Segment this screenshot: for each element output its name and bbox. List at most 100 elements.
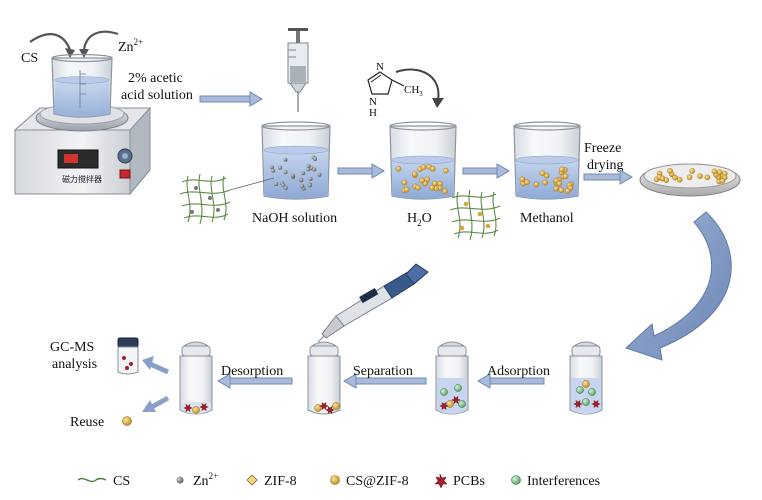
zn-ion-dot <box>301 171 306 176</box>
legend-cs-zif8-swatch <box>330 475 340 485</box>
zn-ion-dot <box>270 165 274 170</box>
arrow-h2o-to-methanol <box>462 163 510 179</box>
cs-zif8-particle-dot <box>192 406 200 414</box>
cs-zif8-particle-dot <box>533 181 540 188</box>
cs-input-arrowhead <box>65 48 75 58</box>
legend-cs-label: CS <box>113 474 130 489</box>
cs-zif8-particle-dot <box>332 402 340 410</box>
arrow-naoh-to-h2o <box>337 163 385 179</box>
cs-zif8-particle-dot <box>415 184 421 191</box>
arrow-to-reuse <box>142 395 170 412</box>
zn-ions-in-naoh <box>270 155 322 191</box>
methanol-beaker <box>513 121 581 200</box>
imidazole-addition-arrowhead <box>432 98 444 108</box>
cs-zif8-particle-dot <box>564 188 571 194</box>
h2o-beaker <box>389 121 457 200</box>
cs-zif8-mesh <box>449 189 501 241</box>
cs-zif8-particle-dot <box>401 179 408 186</box>
zn-input-arrow <box>82 30 119 51</box>
imidazole-ch3-label: CH3 <box>404 84 423 98</box>
gcms-vial <box>117 337 139 375</box>
cs-zif8-particle-dot <box>429 184 435 191</box>
gcms-label-line1: GC-MS <box>50 340 94 355</box>
stirrer-label: 磁力搅拌器 <box>62 174 102 184</box>
cs-zif8-particle-dot <box>420 164 427 171</box>
arrow-desorption <box>217 373 293 389</box>
freeze-drying-label-line2: drying <box>587 158 624 173</box>
zn-ion-dot <box>313 157 318 161</box>
interference-dot <box>458 400 466 408</box>
legend: CS Zn2+ ZIF-8 CS@ZIF-8 PCBs Interference… <box>77 471 600 489</box>
methanol-label: Methanol <box>520 211 574 226</box>
cs-zif8-particle-dot <box>676 176 683 183</box>
legend-cs-zif8-label: CS@ZIF-8 <box>346 474 409 489</box>
legend-interferences-swatch <box>511 475 521 485</box>
pcb-dot <box>573 399 583 409</box>
pcb-dot <box>319 401 329 411</box>
cs-zif8-particle-dot <box>539 170 546 177</box>
cs-zif8-particle-dot <box>719 178 726 184</box>
zn-ion-dot <box>283 185 288 190</box>
zn-ion-dot <box>300 184 305 189</box>
naoh-beaker <box>261 121 331 200</box>
cs-zif8-particle-dot <box>442 188 448 195</box>
micropipette <box>317 263 429 343</box>
zn-ion-dot <box>290 173 295 178</box>
cs-zif8-particle-dot <box>553 185 560 192</box>
zn-ion-dot <box>283 170 288 175</box>
pcb-dot <box>183 403 193 413</box>
cs-zif8-particle-dot <box>395 165 402 172</box>
zn-ion-dot <box>283 157 288 162</box>
acetic-acid-label-line2: acid solution <box>121 88 193 103</box>
zn-ion-dot <box>307 183 312 188</box>
cs-zif8-particle-dot <box>432 180 438 187</box>
interference-dot <box>576 386 584 394</box>
cs-input-label: CS <box>21 51 38 66</box>
vial2-contents <box>439 384 466 411</box>
imidazole-addition-arrow <box>395 68 440 101</box>
cs-zif8-particle-dot <box>446 400 454 408</box>
zn-ion-dot <box>308 176 313 181</box>
legend-interferences-label: Interferences <box>527 474 600 489</box>
cs-zif8-particle-dot <box>659 175 666 182</box>
cs-zif8-particle-dot <box>689 168 696 174</box>
imidazole-nh-label: N <box>369 96 377 108</box>
freeze-drying-label-line1: Freeze <box>584 141 621 156</box>
pcb-dot <box>451 395 461 405</box>
acetic-acid-label-line1: 2% acetic <box>128 71 183 86</box>
vial4-contents <box>183 402 209 414</box>
arrow-to-dish <box>583 169 633 185</box>
zn-ion-dot <box>306 164 311 168</box>
zn-ion-dot <box>306 167 311 172</box>
gcms-label-line2: analysis <box>52 357 97 372</box>
arrow-separation <box>343 373 427 389</box>
zn-ion-dot <box>278 165 283 170</box>
cs-zif8-particle-dot <box>419 177 425 184</box>
vial3-contents <box>314 401 340 415</box>
zn-input-arrowhead <box>79 49 89 58</box>
legend-pcbs-swatch <box>434 473 448 489</box>
naoh-label: NaOH solution <box>252 211 337 226</box>
mesh-pointer-line <box>229 177 275 191</box>
zn-ion-dot <box>317 172 322 177</box>
desorption-label: Desorption <box>221 364 283 379</box>
cs-zif8-particle-dot <box>582 380 590 388</box>
legend-zif8-swatch <box>246 474 258 486</box>
reuse-particle-icon <box>122 416 132 426</box>
vial1-contents <box>573 380 601 409</box>
vial-after-separation <box>307 341 341 415</box>
cs-zif8-particle-dot <box>314 404 322 412</box>
arrow-to-gcms <box>142 356 170 375</box>
zn-ion-dot <box>299 178 304 183</box>
pcb-dot <box>325 405 335 415</box>
cs-zif8-particle-dot <box>556 180 563 187</box>
cs-zif8-particle-dot <box>403 186 410 193</box>
cs-zif8-particle-dot <box>686 174 693 181</box>
interference-dot <box>582 398 590 406</box>
big-curved-arrow <box>625 211 732 361</box>
cs-zif8-particle-dot <box>562 173 569 180</box>
cs-zif8-particles-in-h2o <box>395 163 449 195</box>
cs-network-mesh-left <box>179 173 231 225</box>
cs-zif8-particle-dot <box>559 166 565 173</box>
